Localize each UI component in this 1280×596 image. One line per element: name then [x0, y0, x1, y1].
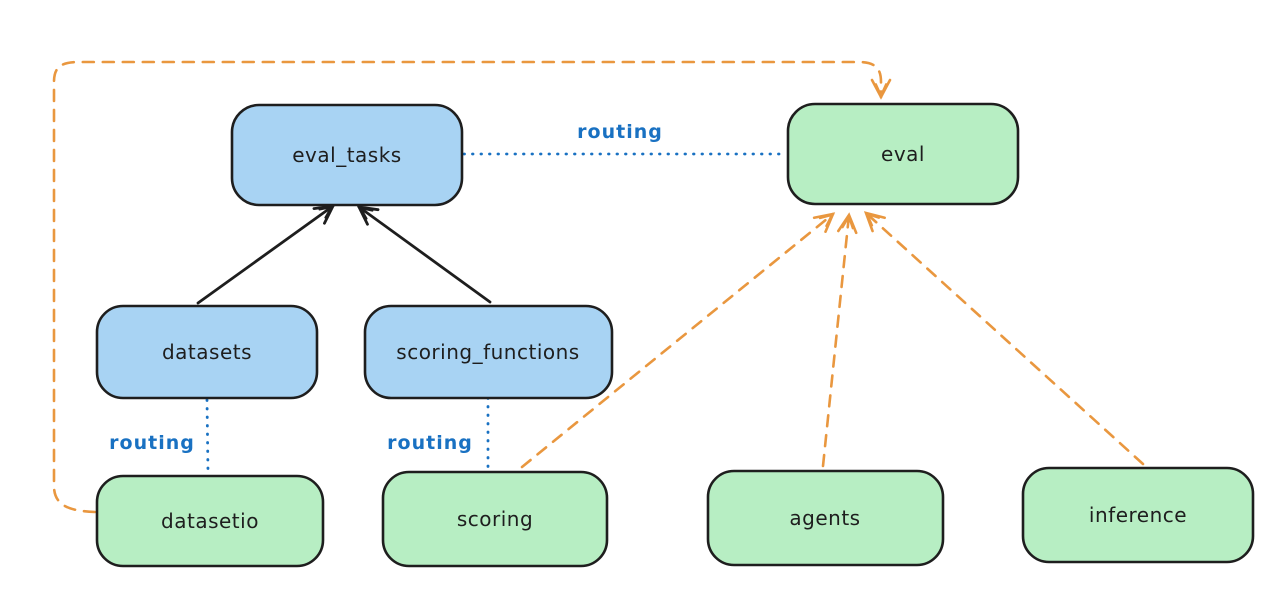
node-inference-label: inference [1089, 503, 1187, 527]
node-datasets: datasets [95, 304, 319, 400]
edge-inference-to-eval [863, 211, 1145, 466]
routing-label-datasets-datasetio: routing [109, 432, 195, 454]
node-agents: agents [706, 469, 945, 567]
node-eval-label: eval [881, 142, 925, 166]
edge-scoring-functions-to-eval-tasks [356, 205, 492, 304]
node-scoring-box [381, 470, 609, 568]
routing-label-eval-tasks-eval: routing [577, 121, 663, 143]
node-eval-tasks-label: eval_tasks [292, 143, 401, 167]
edge-datasets-to-eval-tasks [196, 204, 336, 305]
node-datasetio-label: datasetio [161, 509, 259, 533]
node-inference: inference [1021, 466, 1255, 564]
node-agents-box [706, 469, 945, 567]
edges-layer [52, 60, 1145, 514]
node-datasets-box [95, 304, 319, 400]
node-datasetio: datasetio [95, 474, 325, 568]
edge-agents-to-eval [821, 212, 858, 468]
edge-datasets-to-datasetio-routing [205, 398, 210, 474]
node-scoring-functions: scoring_functions [363, 304, 614, 400]
node-eval-box [786, 102, 1020, 206]
node-datasets-label: datasets [162, 340, 252, 364]
node-eval-tasks: eval_tasks [230, 103, 464, 207]
edge-scoring-to-eval [520, 212, 836, 469]
node-agents-label: agents [789, 506, 860, 530]
node-eval: eval [786, 102, 1020, 206]
node-eval-tasks-box [230, 103, 464, 207]
node-scoring-label: scoring [457, 507, 533, 531]
node-datasetio-box [95, 474, 325, 568]
node-scoring-functions-label: scoring_functions [396, 340, 579, 364]
edge-datasetio-to-eval [52, 60, 892, 514]
edge-labels-layer: routing routing routing [109, 121, 663, 454]
nodes-layer: eval_tasks eval datasets scoring_functio… [95, 102, 1255, 568]
node-inference-box [1021, 466, 1255, 564]
node-scoring-functions-box [363, 304, 614, 400]
node-scoring: scoring [381, 470, 609, 568]
routing-label-scoring-functions-scoring: routing [387, 432, 473, 454]
